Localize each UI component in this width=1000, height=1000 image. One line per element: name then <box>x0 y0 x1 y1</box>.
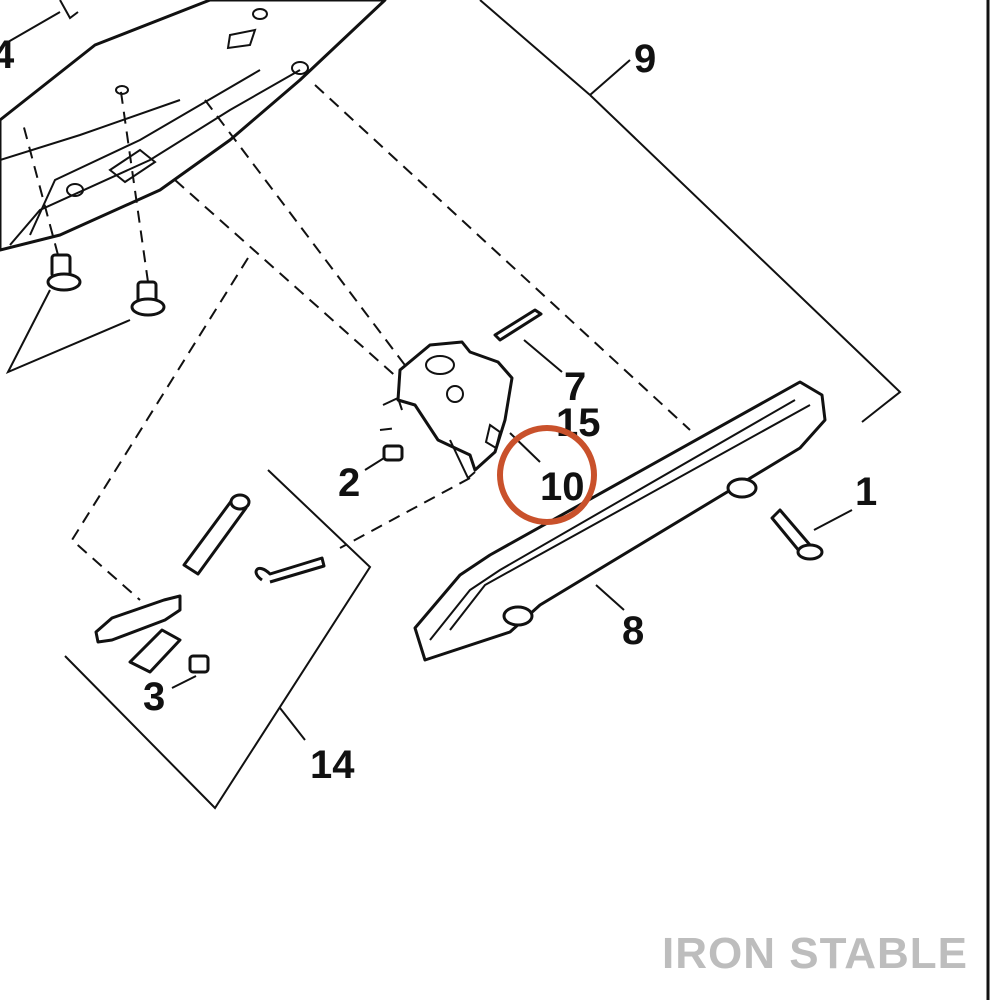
upper-housing-part <box>0 0 387 252</box>
spring-clip-part <box>493 308 543 342</box>
watermark-text: IRON STABLE <box>662 929 968 978</box>
grip-bar-part <box>413 380 827 662</box>
callout-3: 3 <box>143 675 165 719</box>
callout-7: 7 <box>564 365 586 409</box>
flat-head-screw-part <box>770 508 824 561</box>
callout-2: 2 <box>338 461 360 505</box>
callout-8: 8 <box>622 609 644 653</box>
callout-9: 9 <box>634 37 656 81</box>
callout-14: 14 <box>310 743 355 787</box>
callout-10: 10 <box>540 465 585 509</box>
highlight-circle <box>497 425 597 525</box>
set-screw-part <box>382 444 404 462</box>
kit-contents-group <box>64 469 372 810</box>
hinge-actuator-part <box>382 340 514 480</box>
callout-4: 4 <box>0 33 15 77</box>
shoulder-screw-left <box>46 253 82 292</box>
shoulder-screw-right <box>130 280 166 317</box>
callout-1: 1 <box>855 470 877 514</box>
